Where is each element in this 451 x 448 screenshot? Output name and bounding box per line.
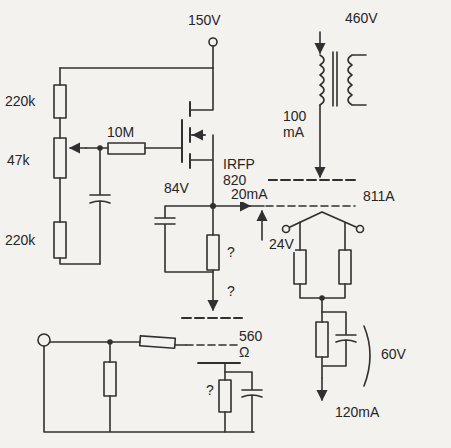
current-arrow xyxy=(212,270,214,310)
voltage-arrow xyxy=(261,211,263,240)
wire xyxy=(250,205,264,207)
mosfet-leads xyxy=(190,68,213,206)
resistor-symbol xyxy=(140,336,176,348)
transformer-secondary xyxy=(348,55,366,105)
schematic-label: 220k xyxy=(4,93,36,109)
wire xyxy=(86,147,108,149)
wire xyxy=(319,32,321,53)
capacitor-symbol xyxy=(155,206,213,272)
tube-grid xyxy=(266,205,355,207)
wire xyxy=(60,258,100,264)
schematic-label: 84V xyxy=(163,180,190,196)
current-arrow xyxy=(319,105,321,177)
schematic-label: 47k xyxy=(6,152,31,168)
tube-plate xyxy=(182,317,242,319)
schematic-label: 120mA xyxy=(334,404,380,420)
wire xyxy=(145,147,182,149)
wire xyxy=(50,342,186,345)
resistor-symbol xyxy=(219,380,231,412)
capacitor-symbol xyxy=(90,148,110,264)
terminal xyxy=(283,226,290,233)
capacitor-symbol xyxy=(322,312,356,378)
wire xyxy=(300,284,345,322)
wire xyxy=(59,178,61,222)
wire xyxy=(60,46,213,68)
schematic-label: ? xyxy=(226,244,236,260)
schematic-label: ? xyxy=(226,283,236,299)
input-jack xyxy=(38,334,50,346)
resistor-symbol xyxy=(294,250,306,284)
tube-grid xyxy=(186,344,242,346)
pot-wiper xyxy=(70,147,86,149)
schematic-label: 20mA xyxy=(230,186,269,202)
resistor-symbol xyxy=(207,235,219,270)
wire xyxy=(44,346,254,432)
schematic-label: 220k xyxy=(4,232,36,248)
tube-plate xyxy=(268,179,355,181)
schematic-label: 24V xyxy=(268,236,295,252)
capacitor-symbol xyxy=(225,372,262,432)
current-arrow xyxy=(321,378,323,400)
schematic-label: 150V xyxy=(187,12,222,28)
terminal xyxy=(209,38,217,46)
potentiometer-symbol xyxy=(54,138,66,178)
junction-dot xyxy=(320,296,324,300)
mosfet-arrow xyxy=(193,134,205,136)
wire xyxy=(212,206,214,235)
resistor-symbol xyxy=(108,143,145,154)
schematic-label: ? xyxy=(205,382,215,398)
resistor-symbol xyxy=(54,85,66,118)
transformer-core xyxy=(333,52,337,106)
resistor-symbol xyxy=(339,250,351,284)
schematic-label: 100 mA xyxy=(282,108,316,140)
tube-cathode xyxy=(198,362,240,364)
schematic-label: 60V xyxy=(380,346,407,362)
bracket xyxy=(364,326,370,386)
schematic-label: 560 Ω xyxy=(238,328,270,360)
wire xyxy=(300,222,345,250)
wire xyxy=(59,68,61,85)
schematic-label: 460V xyxy=(344,10,379,26)
terminal xyxy=(357,226,364,233)
schematic-label: IRFP 820 xyxy=(222,156,268,188)
schematic-label: 811A xyxy=(362,188,396,204)
transformer-primary xyxy=(320,55,324,105)
wire xyxy=(109,342,111,362)
mosfet-gate xyxy=(181,120,183,162)
wire xyxy=(213,205,250,207)
wire xyxy=(59,118,61,138)
resistor-symbol xyxy=(104,362,116,396)
schematic-label: 10M xyxy=(106,124,135,140)
resistor-symbol xyxy=(54,222,66,258)
resistor-symbol xyxy=(316,322,328,357)
